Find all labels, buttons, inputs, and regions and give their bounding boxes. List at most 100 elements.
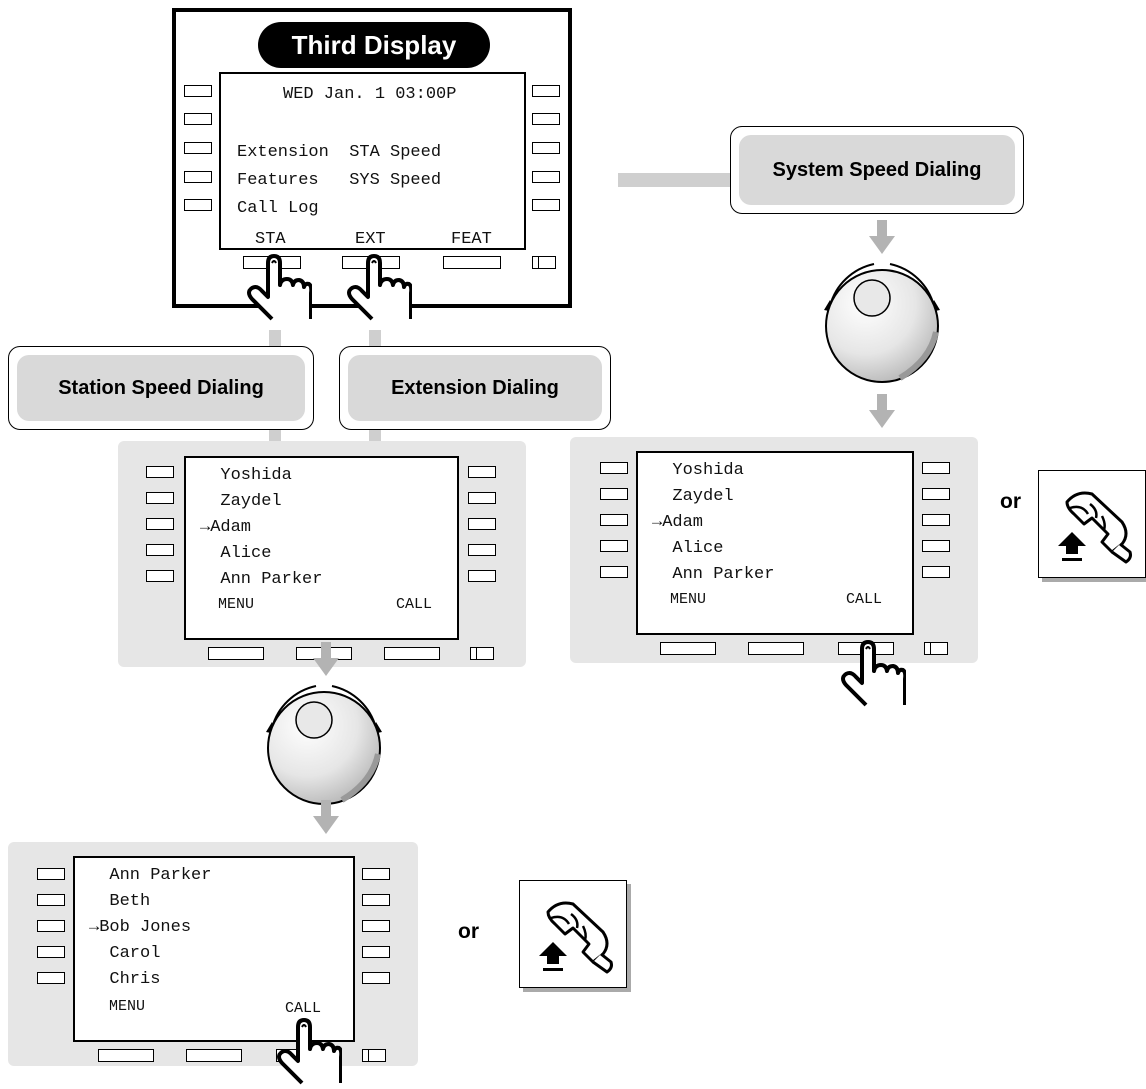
softkey-button[interactable] (186, 1049, 242, 1062)
arrow-down-icon (312, 800, 340, 834)
softkey-button[interactable] (208, 647, 264, 660)
line-key-left-5[interactable] (184, 199, 212, 211)
or-text: or (1000, 490, 1021, 513)
lcd-line-5: Call Log (237, 199, 319, 218)
finger-press-icon (272, 1016, 342, 1088)
line-key[interactable] (362, 946, 390, 958)
lcd-line-4: Carol (89, 944, 161, 963)
lcd-line-1: Yoshida (652, 461, 744, 480)
scroll-key[interactable] (362, 1049, 386, 1062)
line-key[interactable] (600, 566, 628, 578)
line-key[interactable] (37, 972, 65, 984)
line-key[interactable] (37, 920, 65, 932)
softkey-button[interactable] (660, 642, 716, 655)
lcd-line-1: Ann Parker (89, 866, 212, 885)
scroll-key[interactable] (470, 647, 494, 660)
line-key[interactable] (922, 540, 950, 552)
station-speed-dialing-label: Station Speed Dialing (8, 346, 314, 430)
lcd-line-3: →Bob Jones (89, 918, 192, 937)
softkey-feat-button[interactable] (443, 256, 501, 269)
line-key-left-3[interactable] (184, 142, 212, 154)
line-key[interactable] (468, 518, 496, 530)
connector-station-label-to-display (269, 428, 281, 442)
line-key[interactable] (600, 540, 628, 552)
softkey-label-ext: EXT (355, 230, 386, 249)
lcd-line-4: Alice (200, 544, 272, 563)
line-key-right-3[interactable] (532, 142, 560, 154)
handset-offhook-icon (519, 880, 627, 988)
line-key[interactable] (362, 894, 390, 906)
line-key[interactable] (468, 544, 496, 556)
rotary-dial-icon (254, 672, 394, 812)
line-key[interactable] (362, 868, 390, 880)
line-key-left-1[interactable] (184, 85, 212, 97)
line-key[interactable] (37, 946, 65, 958)
softkey-label-menu: MENU (670, 591, 707, 608)
line-key-left-4[interactable] (184, 171, 212, 183)
arrow-down-icon (868, 220, 896, 254)
directory-lcd: Ann Parker Beth →Bob Jones Carol Chris M… (73, 856, 355, 1042)
directory-lcd: Yoshida Zaydel →Adam Alice Ann Parker ME… (636, 451, 914, 635)
line-key[interactable] (362, 920, 390, 932)
softkey-call-button[interactable] (384, 647, 440, 660)
line-key[interactable] (146, 466, 174, 478)
line-key[interactable] (922, 566, 950, 578)
line-key[interactable] (468, 466, 496, 478)
finger-press-icon (342, 252, 412, 324)
directory-lcd: Yoshida Zaydel →Adam Alice Ann Parker ME… (184, 456, 459, 640)
scroll-key[interactable] (924, 642, 948, 655)
line-key-left-2[interactable] (184, 113, 212, 125)
lcd-line-4: Features SYS Speed (237, 171, 442, 190)
line-key[interactable] (37, 894, 65, 906)
softkey-label-menu: MENU (109, 998, 146, 1015)
line-key-right-1[interactable] (532, 85, 560, 97)
lcd-line-2: Zaydel (652, 487, 734, 506)
line-key[interactable] (146, 492, 174, 504)
lcd-line-3: Extension STA Speed (237, 143, 442, 162)
lcd-line-5: Ann Parker (652, 565, 775, 584)
line-key[interactable] (362, 972, 390, 984)
extension-dialing-label: Extension Dialing (339, 346, 611, 430)
or-text: or (458, 920, 479, 943)
softkey-button[interactable] (98, 1049, 154, 1062)
line-key[interactable] (468, 570, 496, 582)
softkey-label-sta: STA (255, 230, 286, 249)
lcd-line-1: Yoshida (200, 466, 292, 485)
lcd-line-2: Zaydel (200, 492, 282, 511)
line-key[interactable] (37, 868, 65, 880)
connector-sta-to-label (269, 330, 281, 348)
line-key[interactable] (600, 488, 628, 500)
third-display-lcd: WED Jan. 1 03:00P Extension STA Speed Fe… (219, 72, 526, 250)
line-key[interactable] (146, 518, 174, 530)
line-key-right-4[interactable] (532, 171, 560, 183)
arrow-down-icon (312, 642, 340, 676)
line-key-right-5[interactable] (532, 199, 560, 211)
lcd-line-5: Chris (89, 970, 161, 989)
softkey-label-menu: MENU (218, 596, 255, 613)
system-speed-dialing-label: System Speed Dialing (730, 126, 1024, 214)
lcd-line-4: Alice (652, 539, 724, 558)
rotary-dial-icon (812, 250, 952, 390)
softkey-button[interactable] (748, 642, 804, 655)
scroll-key[interactable] (532, 256, 556, 269)
line-key-right-2[interactable] (532, 113, 560, 125)
line-key[interactable] (922, 488, 950, 500)
handset-offhook-icon (1038, 470, 1146, 578)
lcd-line-3: →Adam (652, 513, 704, 532)
softkey-label-call: CALL (396, 596, 433, 613)
lcd-line-2: Beth (89, 892, 151, 911)
connector-ext-to-label (369, 330, 381, 348)
finger-press-icon (242, 252, 312, 324)
third-display-title: Third Display (258, 22, 490, 68)
lcd-line-3: →Adam (200, 518, 252, 537)
line-key[interactable] (146, 544, 174, 556)
line-key[interactable] (600, 462, 628, 474)
line-key[interactable] (468, 492, 496, 504)
line-key[interactable] (600, 514, 628, 526)
line-key[interactable] (922, 462, 950, 474)
softkey-label-call: CALL (285, 1000, 322, 1017)
lcd-line-5: Ann Parker (200, 570, 323, 589)
softkey-label-call: CALL (846, 591, 883, 608)
line-key[interactable] (146, 570, 174, 582)
line-key[interactable] (922, 514, 950, 526)
